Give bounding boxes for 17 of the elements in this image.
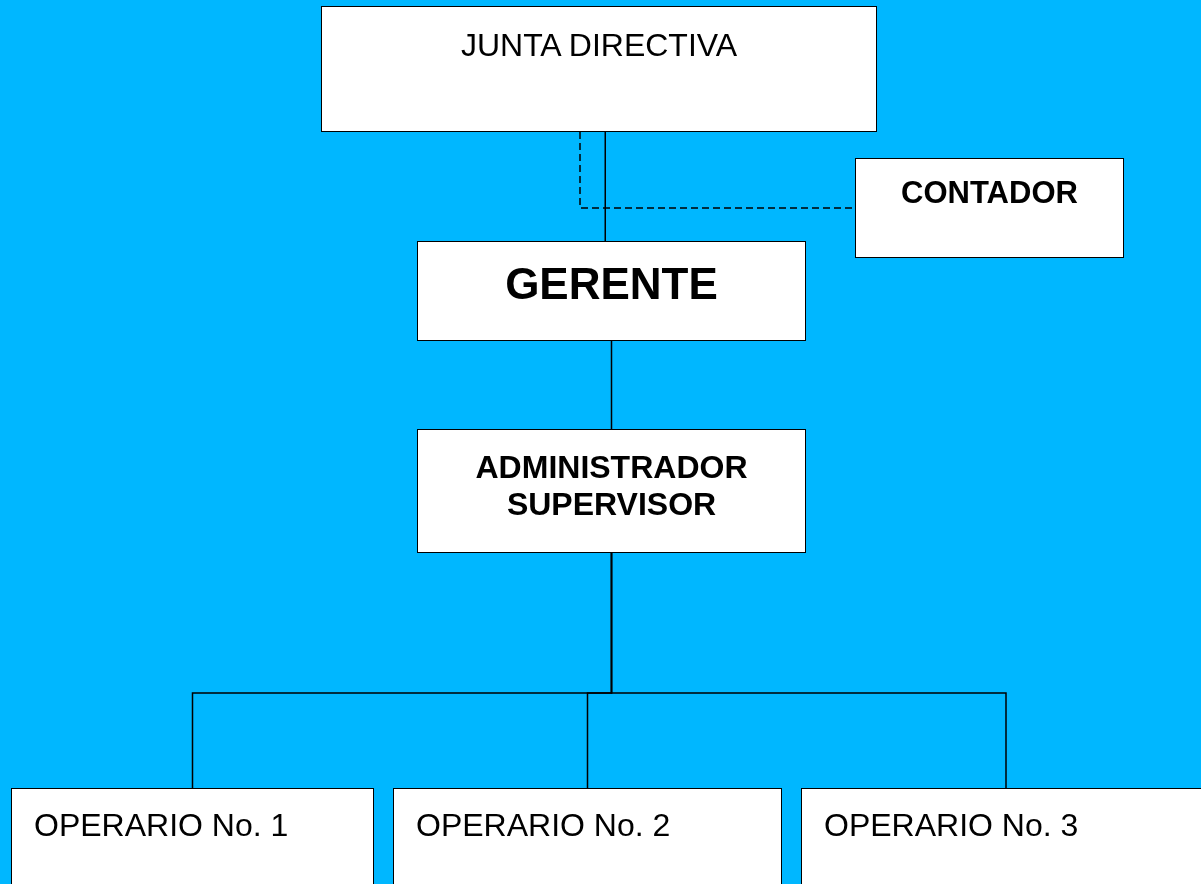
- role-title: JUNTA DIRECTIVA: [460, 27, 738, 64]
- role-title: OPERARIO No. 2: [416, 807, 671, 844]
- org-box: [417, 241, 806, 341]
- connector-line: [610, 552, 1007, 789]
- org-box: [801, 788, 1201, 884]
- role-title: OPERARIO No. 1: [34, 807, 289, 844]
- role-title: CONTADOR: [901, 175, 1078, 211]
- org-box: [321, 6, 877, 132]
- role-title: GERENTE: [505, 258, 718, 310]
- org-box: [393, 788, 782, 884]
- org-box: [417, 429, 806, 553]
- role-title: OPERARIO No. 3: [824, 807, 1079, 844]
- connector-line: [604, 131, 606, 242]
- connector-line: [610, 340, 613, 430]
- org-box: [855, 158, 1124, 258]
- role-title: ADMINISTRADOR SUPERVISOR: [474, 449, 749, 523]
- org-box: [11, 788, 374, 884]
